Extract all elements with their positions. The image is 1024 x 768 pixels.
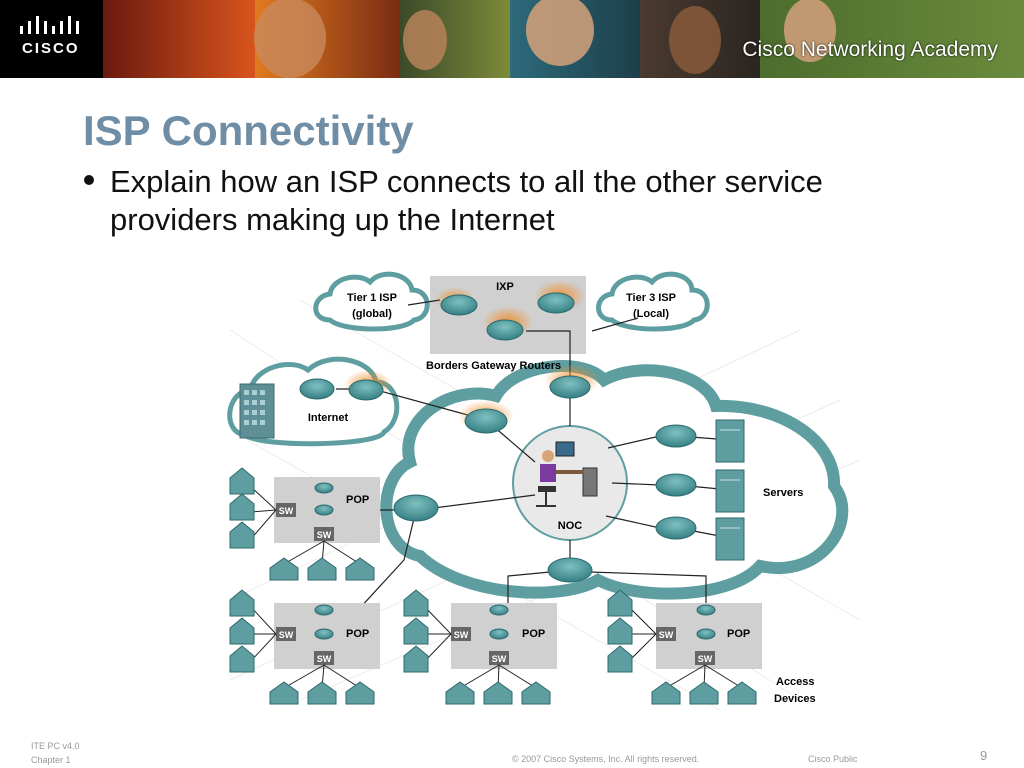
router-icon <box>314 482 334 494</box>
router-icon <box>393 494 439 522</box>
house-icon <box>607 645 633 673</box>
tier3-isp-cloud <box>596 271 710 332</box>
house-icon <box>345 557 375 581</box>
academy-title: Cisco Networking Academy <box>742 38 998 61</box>
router-icon <box>489 604 509 616</box>
pop-label: POP <box>346 494 369 506</box>
pop-box-1: POP SW SW <box>274 477 380 543</box>
access-devices-label: Access <box>776 676 815 688</box>
house-icon <box>229 589 255 617</box>
house-icon <box>229 493 255 521</box>
server-icon <box>715 419 745 463</box>
house-icon <box>307 557 337 581</box>
router-icon <box>299 378 335 400</box>
router-icon <box>544 364 600 399</box>
footer-course: ITE PC v4.0 <box>31 741 80 751</box>
house-icon <box>403 617 429 645</box>
house-icon <box>651 681 681 705</box>
page-number: 9 <box>980 748 988 763</box>
router-icon <box>655 424 697 448</box>
servers-label: Servers <box>763 487 803 499</box>
tier1-isp-cloud <box>313 271 430 332</box>
internet-label: Internet <box>308 412 349 424</box>
access-devices <box>229 467 757 705</box>
switch-label: SW <box>698 654 713 664</box>
house-icon <box>229 617 255 645</box>
house-icon <box>229 521 255 549</box>
footer-copyright: © 2007 Cisco Systems, Inc. All rights re… <box>512 754 700 764</box>
house-icon <box>445 681 475 705</box>
tier3-isp-label: Tier 3 ISP <box>626 292 676 304</box>
house-icon <box>403 589 429 617</box>
house-icon <box>521 681 551 705</box>
house-icon <box>345 681 375 705</box>
router-icon <box>489 628 509 640</box>
access-devices-sublabel: Devices <box>774 693 816 705</box>
router-icon <box>534 280 586 314</box>
banner-photo-strip <box>103 0 1024 78</box>
house-icon <box>307 681 337 705</box>
switch-label: SW <box>279 630 294 640</box>
switch-label: SW <box>317 530 332 540</box>
house-icon <box>607 589 633 617</box>
ixp-label: IXP <box>496 281 514 293</box>
pop-label: POP <box>346 628 369 640</box>
tier1-isp-sublabel: (global) <box>352 308 392 320</box>
bullet-text: Explain how an ISP connects to all the o… <box>110 164 823 237</box>
router-icon <box>655 473 697 497</box>
switch-label: SW <box>492 654 507 664</box>
tier3-isp-sublabel: (Local) <box>633 308 669 320</box>
tier1-isp-label: Tier 1 ISP <box>347 292 397 304</box>
cisco-logo: CISCO <box>0 0 103 78</box>
router-icon <box>435 287 478 316</box>
cisco-logo-bars-icon <box>20 16 79 34</box>
noc-label: NOC <box>558 520 583 532</box>
switch-label: SW <box>317 654 332 664</box>
router-icon <box>314 604 334 616</box>
server-icon <box>715 469 745 513</box>
house-icon <box>727 681 757 705</box>
footer-chapter: Chapter 1 <box>31 755 71 765</box>
house-icon <box>689 681 719 705</box>
router-icon <box>314 504 334 516</box>
border-gateway-label: Borders Gateway Routers <box>426 360 561 372</box>
router-icon <box>696 628 716 640</box>
pop-label: POP <box>727 628 750 640</box>
house-icon <box>229 645 255 673</box>
footer-classification: Cisco Public <box>808 754 858 764</box>
server-rack-icons <box>715 419 745 561</box>
switch-label: SW <box>659 630 674 640</box>
router-icon <box>344 370 392 401</box>
house-icon <box>229 467 255 495</box>
operator-workstation-icon <box>536 441 598 507</box>
pop-label: POP <box>522 628 545 640</box>
router-icon <box>547 557 593 583</box>
switch-label: SW <box>279 506 294 516</box>
header-banner: CISCO Cisco Networking Academy <box>0 0 1024 78</box>
router-icon <box>482 306 534 341</box>
building-icon <box>239 383 275 439</box>
slide-title: ISP Connectivity <box>83 107 414 154</box>
router-icon <box>314 628 334 640</box>
house-icon <box>607 617 633 645</box>
bullet-icon <box>84 175 94 185</box>
house-icon <box>403 645 429 673</box>
house-icon <box>269 681 299 705</box>
switch-label: SW <box>454 630 469 640</box>
cisco-wordmark: CISCO <box>22 40 80 57</box>
router-icon <box>458 400 514 434</box>
routers <box>299 280 716 640</box>
house-icon <box>269 557 299 581</box>
router-icon <box>696 604 716 616</box>
router-icon <box>655 516 697 540</box>
house-icon <box>483 681 513 705</box>
server-icon <box>715 517 745 561</box>
